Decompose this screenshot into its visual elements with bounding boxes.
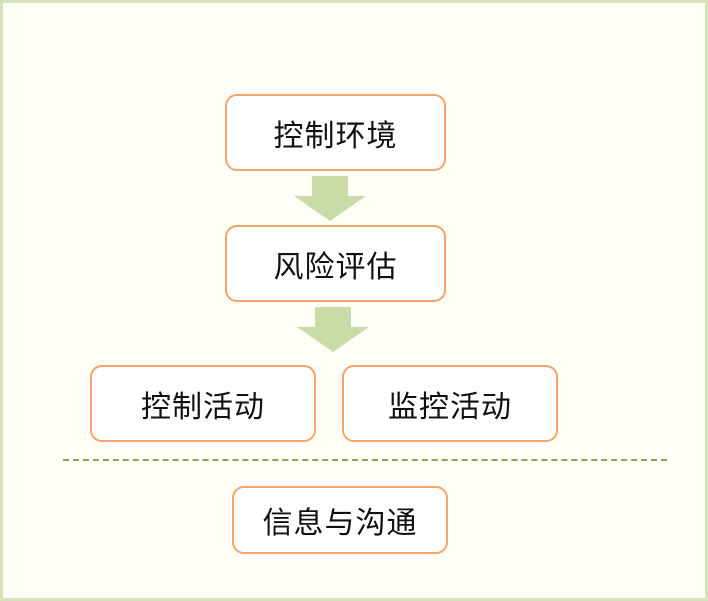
down-arrow-icon bbox=[294, 176, 366, 221]
node-risk-assessment: 风险评估 bbox=[225, 225, 446, 302]
dashed-divider bbox=[63, 459, 667, 461]
node-monitoring-activities: 监控活动 bbox=[342, 365, 558, 442]
node-information-communication: 信息与沟通 bbox=[232, 486, 448, 554]
down-arrow-icon bbox=[297, 307, 369, 352]
node-control-activities: 控制活动 bbox=[90, 365, 316, 442]
node-control-environment: 控制环境 bbox=[225, 94, 446, 171]
